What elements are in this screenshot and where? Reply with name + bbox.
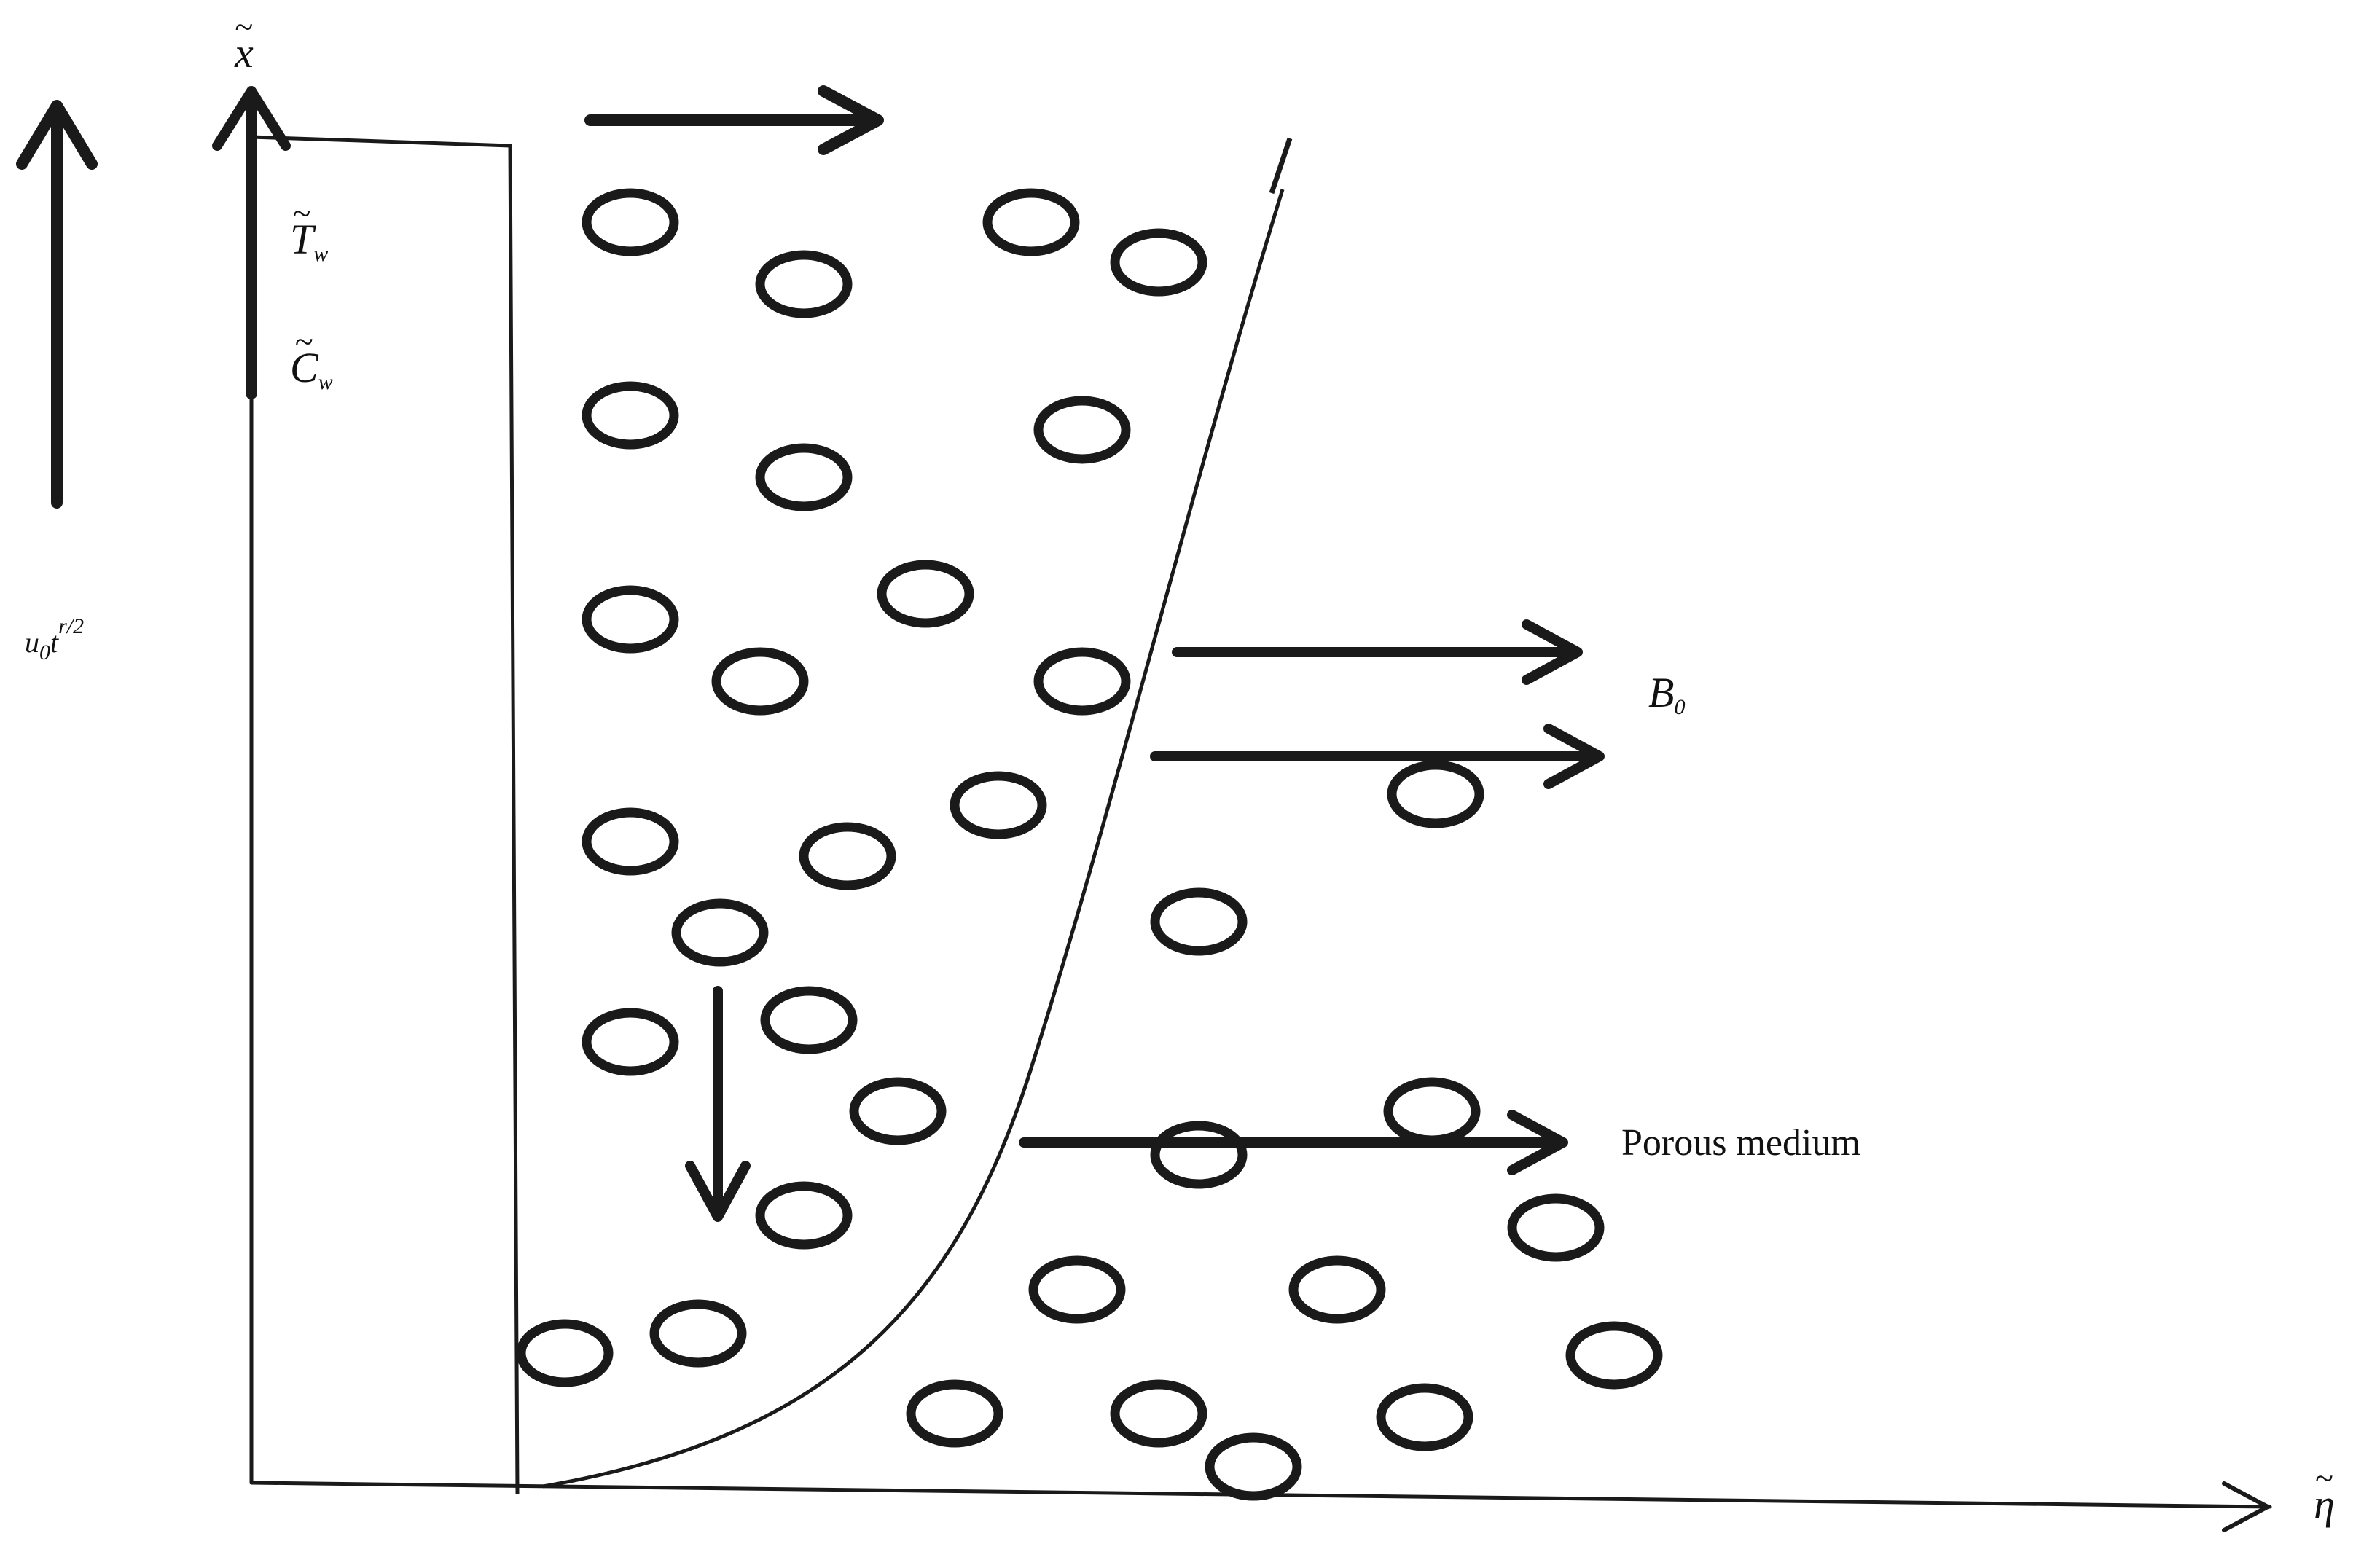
velocity-profile [542, 137, 1293, 1489]
porous-particle-icon [1033, 647, 1131, 716]
eta-axis-label-text: η [2314, 1481, 2335, 1528]
gravity-arrow-icon [685, 986, 751, 1222]
magnetic-arrow-icon-1 [1172, 619, 1583, 685]
porous-particle-icon [711, 647, 809, 716]
wall-concentration-label: ~Cw [290, 323, 333, 394]
porous-particle-icon [582, 188, 679, 256]
wall-temperature-label: ~Tw [290, 195, 329, 266]
porous-particle-icon [649, 1299, 747, 1368]
x-axis-label-text: x [235, 29, 254, 77]
wall-velocity-sup: r/2 [58, 614, 85, 638]
porous-particle-icon [982, 188, 1080, 256]
magnetic-field-base: B [1648, 669, 1675, 716]
wall-concentration-base: C [290, 344, 318, 391]
x-axis-label: ~x [235, 8, 254, 77]
eta-axis-label: ~η [2314, 1459, 2335, 1528]
porous-particle-icon [1507, 1193, 1605, 1262]
wall-concentration-sub: w [318, 370, 333, 394]
magnetic-arrow-icon-2 [1150, 724, 1605, 789]
wall-velocity-arrow-icon [16, 100, 98, 509]
plate-outline [251, 135, 520, 1494]
axes [212, 86, 2272, 1532]
porous-particle-icon [950, 771, 1047, 839]
porous-particle-icon [906, 1379, 1003, 1448]
free-stream-arrow-icon [584, 85, 884, 155]
porous-particle-icon [849, 1077, 947, 1145]
porous-particle-icon [582, 585, 679, 654]
profile-tip [1269, 137, 1293, 195]
porous-particle-icon [755, 1181, 853, 1250]
porous-particles [516, 188, 1663, 1501]
wall-temperature-sub: w [313, 242, 329, 266]
porous-medium-arrow-icon [1019, 1110, 1568, 1175]
porous-particle-icon [582, 381, 679, 450]
porous-particle-icon [755, 250, 853, 318]
porous-particle-icon [1288, 1255, 1386, 1324]
porous-medium-label: Porous medium [1621, 1122, 1860, 1164]
magnetic-field-label: B0 [1648, 672, 1685, 718]
porous-particle-icon [760, 986, 858, 1054]
porous-particle-icon [1033, 396, 1131, 464]
porous-particle-icon [582, 1008, 679, 1076]
porous-particle-icon [1387, 760, 1484, 828]
porous-particle-icon [1565, 1321, 1663, 1390]
wall-velocity-label: u0tr/2 [25, 616, 84, 664]
porous-particle-icon [877, 560, 974, 628]
porous-particle-icon [1376, 1383, 1473, 1451]
plate [251, 135, 520, 1494]
porous-particle-icon [1150, 1121, 1248, 1189]
wall-velocity-base: u [25, 626, 39, 659]
porous-particle-icon [755, 443, 853, 511]
porous-particle-icon [1205, 1432, 1302, 1501]
porous-particle-icon [1110, 1379, 1207, 1448]
porous-particle-icon [1028, 1255, 1126, 1324]
porous-particle-icon [799, 822, 896, 890]
porous-particle-icon [1110, 228, 1207, 297]
wall-velocity-rest: t [50, 626, 59, 659]
velocity-profile-curve [542, 189, 1285, 1489]
wall-temperature-base: T [290, 216, 314, 263]
porous-particle-icon [1383, 1077, 1481, 1145]
wall-velocity-sub: 0 [39, 640, 50, 665]
porous-particle-icon [516, 1319, 614, 1387]
magnetic-field-arrows [1150, 619, 1605, 789]
porous-particle-icon [1150, 887, 1248, 956]
porous-particle-icon [671, 898, 769, 967]
magnetic-field-sub: 0 [1674, 695, 1686, 719]
eta-axis-arrowhead-icon [2222, 1481, 2270, 1532]
x-axis-arrowhead-icon [212, 86, 291, 151]
porous-particle-icon [582, 807, 679, 876]
